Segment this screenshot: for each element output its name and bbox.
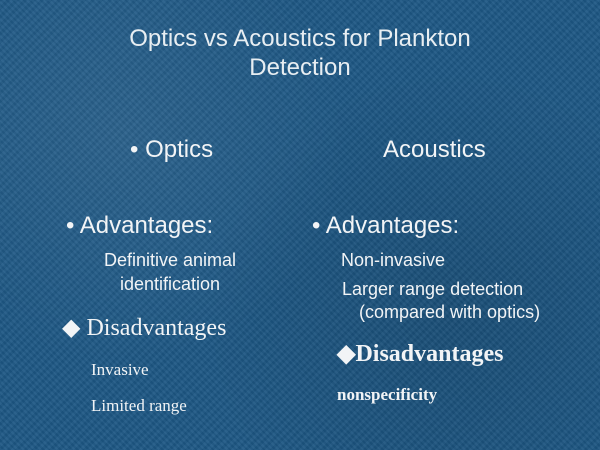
slide-title: Optics vs Acoustics for Plankton Detecti…	[0, 24, 600, 82]
acoustics-advantage-item: Larger range detection	[342, 279, 524, 299]
optics-advantages-heading: • Advantages:	[66, 212, 214, 239]
optics-disadvantages-heading: ◆ Disadvantages	[62, 315, 227, 341]
acoustics-heading: Acoustics	[383, 136, 486, 163]
acoustics-advantages-heading: • Advantages:	[312, 212, 460, 239]
acoustics-disadvantage-item: nonspecificity	[337, 385, 438, 404]
optics-heading: • Optics	[130, 136, 214, 163]
slide-title-line-2: Detection	[249, 54, 351, 81]
acoustics-advantage-item: (compared with optics)	[359, 302, 541, 322]
slide-title-line-1: Optics vs Acoustics for Plankton	[129, 25, 471, 52]
optics-advantage-line: identification	[119, 274, 221, 294]
optics-disadvantage-item: Limited range	[91, 396, 187, 415]
optics-disadvantage-item: Invasive	[91, 360, 149, 379]
acoustics-advantage-item: Non-invasive	[341, 250, 446, 270]
optics-advantage-line: Definitive animal	[103, 250, 237, 270]
optics-advantages-list: Definitive animal identification	[85, 248, 255, 296]
acoustics-disadvantages-heading: ◆Disadvantages	[337, 341, 504, 367]
